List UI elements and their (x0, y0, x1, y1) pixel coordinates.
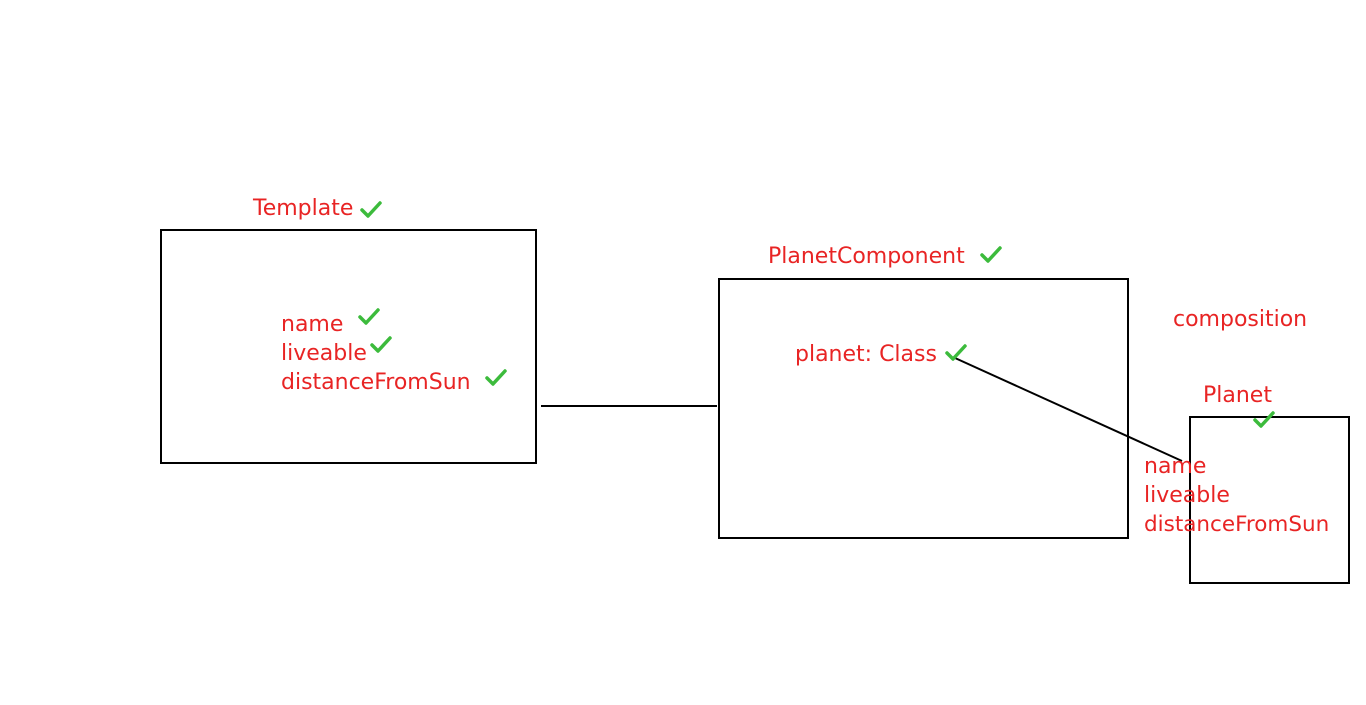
planet-property-to-planet-line (954, 357, 1183, 462)
planet-field-liveable: liveable (1144, 483, 1230, 508)
planet-field-name: name (1144, 454, 1207, 479)
template-title: Template (253, 196, 354, 221)
composition-label: composition (1173, 307, 1308, 332)
checkmark-icon (1253, 411, 1275, 428)
planet-title: Planet (1203, 383, 1272, 408)
template-box (160, 229, 537, 464)
planet-component-title: PlanetComponent (768, 244, 965, 269)
planet-component-box (718, 278, 1129, 539)
checkmark-icon (370, 336, 392, 353)
template-field-name: name (281, 312, 344, 337)
checkmark-icon (360, 201, 382, 218)
checkmark-icon (485, 369, 507, 386)
checkmark-icon (358, 308, 380, 325)
template-field-liveable: liveable (281, 341, 367, 366)
checkmark-icon (945, 344, 967, 361)
planet-component-property: planet: Class (795, 342, 937, 367)
planet-field-distance: distanceFromSun (1144, 512, 1330, 537)
checkmark-icon (980, 246, 1002, 263)
template-field-distance: distanceFromSun (281, 370, 471, 395)
